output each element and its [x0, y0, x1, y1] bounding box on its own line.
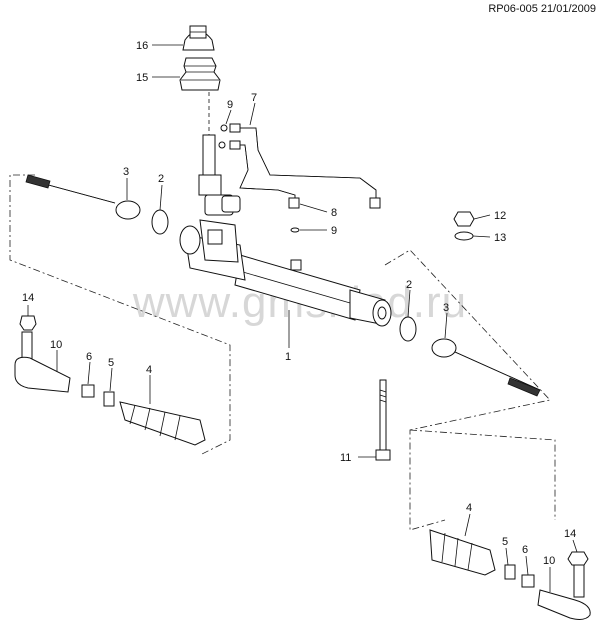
part-3-inner-tie-rod-left: [25, 174, 141, 220]
part-9-o-ring-lower: [218, 141, 226, 149]
assembly-line-left: [9, 174, 231, 456]
callout-2-left: 2: [158, 173, 164, 185]
part-2-clamp-left: [151, 209, 169, 235]
part-9-o-ring-upper: [220, 124, 228, 132]
part-12-nut: [453, 211, 475, 227]
callout-9-lower: 9: [331, 225, 337, 237]
part-13-washer: [454, 231, 474, 241]
part-7-hydraulic-lines: [229, 123, 381, 209]
callout-4-left: 4: [146, 364, 152, 376]
callout-8: 8: [331, 207, 337, 219]
callout-12: 12: [494, 210, 506, 222]
callout-13: 13: [494, 232, 506, 244]
part-15-column-boot: [179, 57, 221, 91]
part-5-clip-right: [504, 564, 516, 580]
callout-10-left: 10: [50, 339, 62, 351]
part-3-inner-tie-rod-right: [431, 338, 541, 397]
callout-5-left: 5: [108, 357, 114, 369]
callout-6-left: 6: [86, 351, 92, 363]
callout-2-right: 2: [406, 279, 412, 291]
callout-14-right: 14: [564, 528, 576, 540]
part-5-clip-left: [103, 391, 115, 407]
callout-6-right: 6: [522, 544, 528, 556]
pinion-input-shaft: [198, 92, 241, 216]
part-6-jam-nut-right: [521, 574, 535, 588]
assembly-line-right: [384, 249, 551, 531]
callout-10-right: 10: [543, 555, 555, 567]
callout-9-upper: 9: [227, 99, 233, 111]
callout-3-right: 3: [443, 302, 449, 314]
part-2-clamp-right: [399, 316, 417, 342]
callout-15: 15: [136, 72, 148, 84]
part-14-nut-right: [567, 551, 589, 566]
part-16-boot-cap: [182, 25, 215, 51]
part-1-rack-housing: [179, 219, 392, 327]
part-4-bellows-left: [119, 401, 206, 446]
callout-leaders: [27, 44, 578, 592]
callout-7: 7: [251, 92, 257, 104]
part-10-tie-rod-end-left: [14, 331, 71, 393]
callout-1: 1: [285, 351, 291, 363]
callout-16: 16: [136, 40, 148, 52]
callout-11: 11: [340, 452, 351, 464]
part-11-mounting-bolt: [375, 379, 391, 461]
callout-5-right: 5: [502, 536, 508, 548]
callout-3-left: 3: [123, 166, 129, 178]
part-4-bellows-right: [429, 529, 496, 576]
callout-14-left: 14: [22, 292, 34, 304]
assembly-line-right-lower: [409, 429, 556, 520]
reference-code: RP06-005 21/01/2009: [488, 3, 596, 15]
part-8-fitting: [290, 259, 302, 271]
part-6-jam-nut-left: [81, 384, 95, 398]
part-10-tie-rod-end-right: [537, 564, 591, 620]
part-14-nut-left: [19, 315, 37, 331]
part-9-o-ring-right: [290, 227, 300, 233]
callout-4-right: 4: [466, 502, 472, 514]
